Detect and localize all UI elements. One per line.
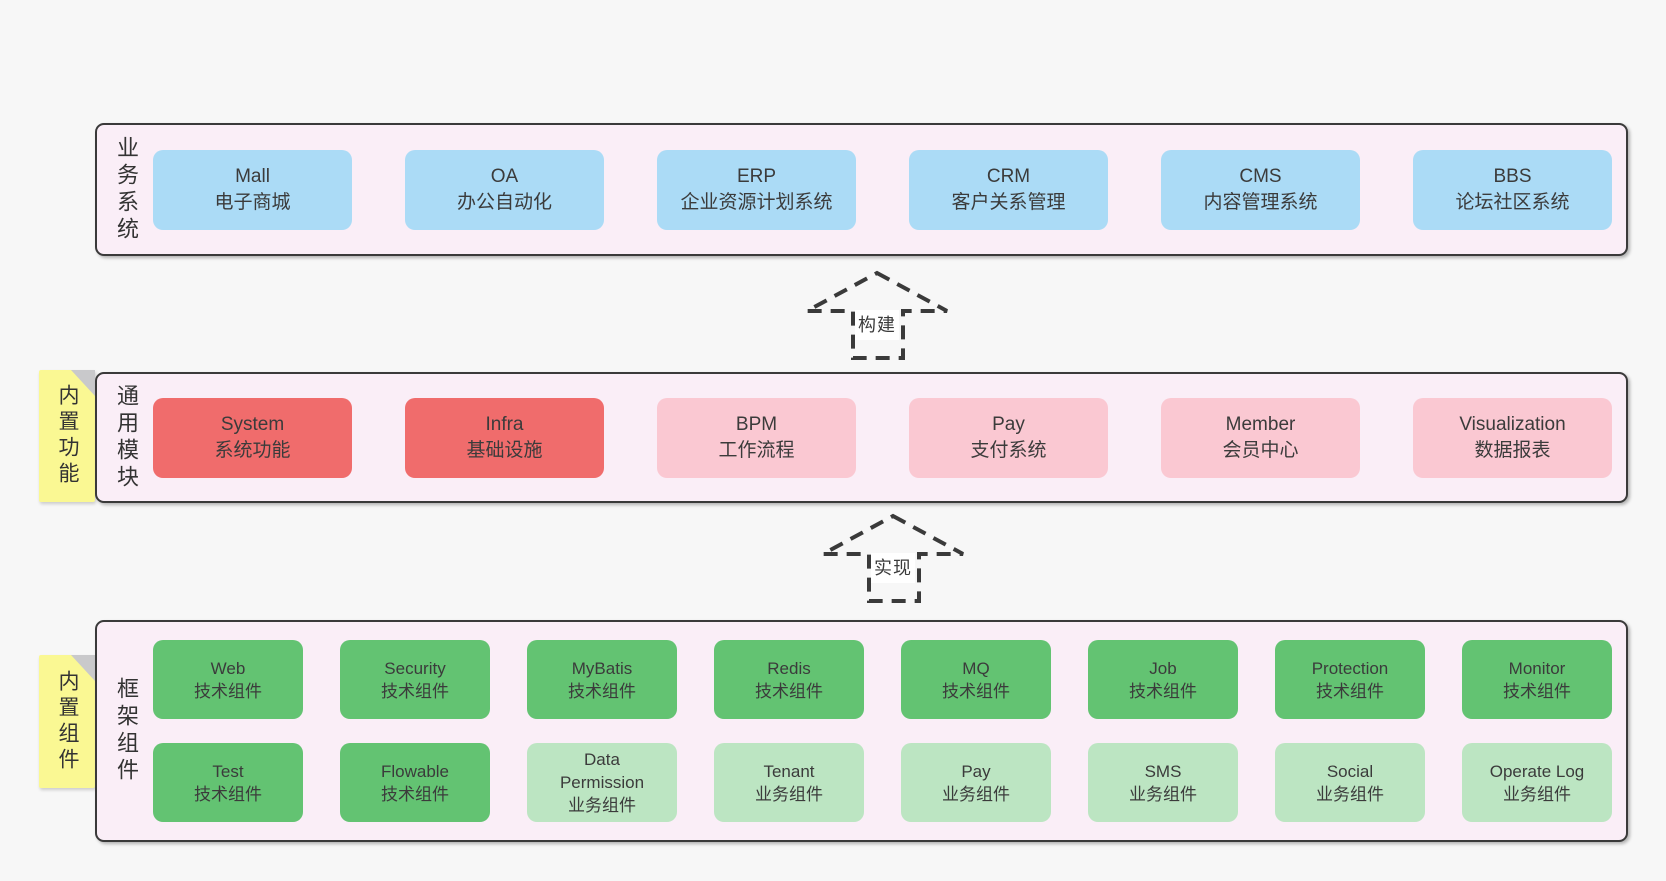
- box-operate-log: Operate Log 业务组件: [1462, 743, 1612, 822]
- box-crm: CRM 客户关系管理: [909, 149, 1108, 230]
- box-protection: Protection 技术组件: [1275, 640, 1425, 719]
- box-bpm: BPM 工作流程: [657, 397, 856, 478]
- box-social: Social 业务组件: [1275, 743, 1425, 822]
- box-redis: Redis 技术组件: [714, 640, 864, 719]
- common-modules-panel: 通用模块 System 系统功能 Infra 基础设施 BPM 工作流程 Pay…: [95, 372, 1628, 503]
- box-sms: SMS 业务组件: [1088, 743, 1238, 822]
- panel-side-label: 通用模块: [114, 383, 139, 492]
- framework-components-panel: 框架组件 Web 技术组件 Security 技术组件 MyBatis 技术组件…: [95, 620, 1628, 842]
- box-mybatis: MyBatis 技术组件: [527, 640, 677, 719]
- arrow-implement: 实现: [816, 510, 970, 606]
- tab-built-in-components: 内置组件: [39, 655, 95, 788]
- arrow-label: 构建: [855, 310, 899, 340]
- box-web: Web 技术组件: [153, 640, 303, 719]
- component-rows: Web 技术组件 Security 技术组件 MyBatis 技术组件 Redi…: [149, 622, 1626, 840]
- box-oa: OA 办公自动化: [405, 149, 604, 230]
- box-infra: Infra 基础设施: [405, 397, 604, 478]
- panel-side-label: 框架组件: [114, 677, 139, 785]
- box-visualization: Visualization 数据报表: [1413, 397, 1612, 478]
- module-boxes: System 系统功能 Infra 基础设施 BPM 工作流程 Pay 支付系统…: [149, 374, 1626, 501]
- tab-built-in-features: 内置功能: [39, 370, 95, 502]
- business-systems-panel: 业务系统 Mall 电子商城 OA 办公自动化 ERP 企业资源计划系统 CRM…: [95, 123, 1628, 256]
- box-test: Test 技术组件: [153, 743, 303, 822]
- panel-side-label: 业务系统: [114, 135, 139, 244]
- box-system: System 系统功能: [153, 397, 352, 478]
- box-job: Job 技术组件: [1088, 640, 1238, 719]
- box-tenant: Tenant 业务组件: [714, 743, 864, 822]
- box-flowable: Flowable 技术组件: [340, 743, 490, 822]
- box-bbs: BBS 论坛社区系统: [1413, 149, 1612, 230]
- box-erp: ERP 企业资源计划系统: [657, 149, 856, 230]
- box-mall: Mall 电子商城: [153, 149, 352, 230]
- component-row-2: Test 技术组件 Flowable 技术组件 Data Permission …: [153, 743, 1612, 822]
- box-data-permission: Data Permission 业务组件: [527, 743, 677, 822]
- arrow-label: 实现: [871, 553, 915, 583]
- tab-label: 内置功能: [56, 384, 79, 488]
- box-pay-biz: Pay 业务组件: [901, 743, 1051, 822]
- box-mq: MQ 技术组件: [901, 640, 1051, 719]
- component-row-1: Web 技术组件 Security 技术组件 MyBatis 技术组件 Redi…: [153, 640, 1612, 719]
- box-cms: CMS 内容管理系统: [1161, 149, 1360, 230]
- box-pay: Pay 支付系统: [909, 397, 1108, 478]
- box-monitor: Monitor 技术组件: [1462, 640, 1612, 719]
- box-member: Member 会员中心: [1161, 397, 1360, 478]
- box-security: Security 技术组件: [340, 640, 490, 719]
- business-boxes: Mall 电子商城 OA 办公自动化 ERP 企业资源计划系统 CRM 客户关系…: [149, 125, 1626, 254]
- arrow-build: 构建: [800, 267, 954, 363]
- tab-label: 内置组件: [56, 669, 79, 774]
